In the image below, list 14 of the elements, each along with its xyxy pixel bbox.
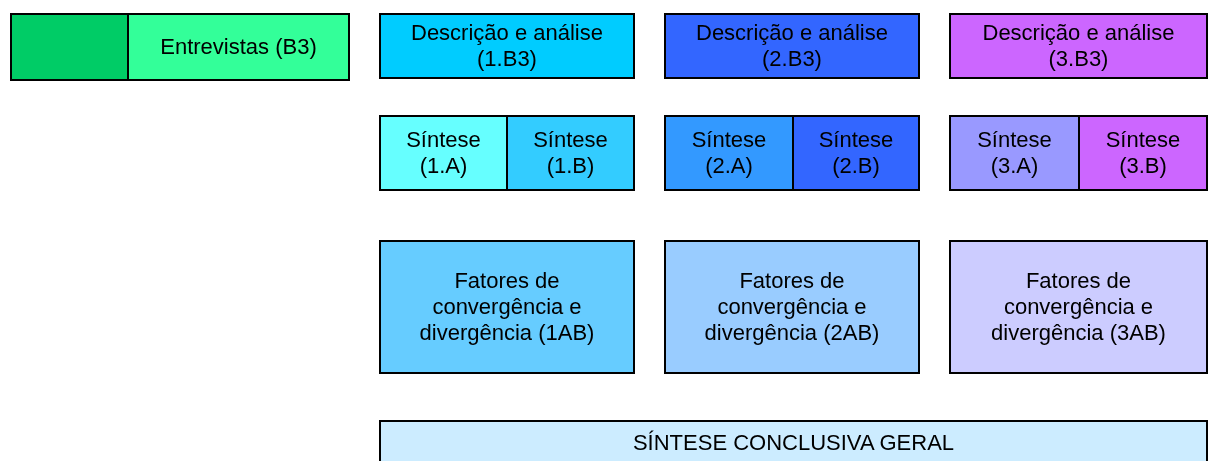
process-box: Fatores de convergência e divergência (3AB) <box>949 240 1208 374</box>
synthesis-box: Síntese (2.A) <box>664 115 794 191</box>
synthesis-box: Síntese (2.B) <box>792 115 920 191</box>
synthesis-box: Síntese (3.B) <box>1078 115 1208 191</box>
conclusion-box: SÍNTESE CONCLUSIVA GERAL <box>379 420 1208 461</box>
process-box: Fatores de convergência e divergência (1AB) <box>379 240 635 374</box>
process-box: Descrição e análise (1.B3) <box>379 13 635 79</box>
process-box: Descrição e análise (2.B3) <box>664 13 920 79</box>
synthesis-box: Síntese (3.A) <box>949 115 1080 191</box>
interview-box: Entrevistas (B3) <box>127 13 350 81</box>
process-box: Fatores de convergência e divergência (2AB) <box>664 240 920 374</box>
synthesis-box: Síntese (1.B) <box>506 115 635 191</box>
synthesis-box: Síntese (1.A) <box>379 115 508 191</box>
process-box: Descrição e análise (3.B3) <box>949 13 1208 79</box>
